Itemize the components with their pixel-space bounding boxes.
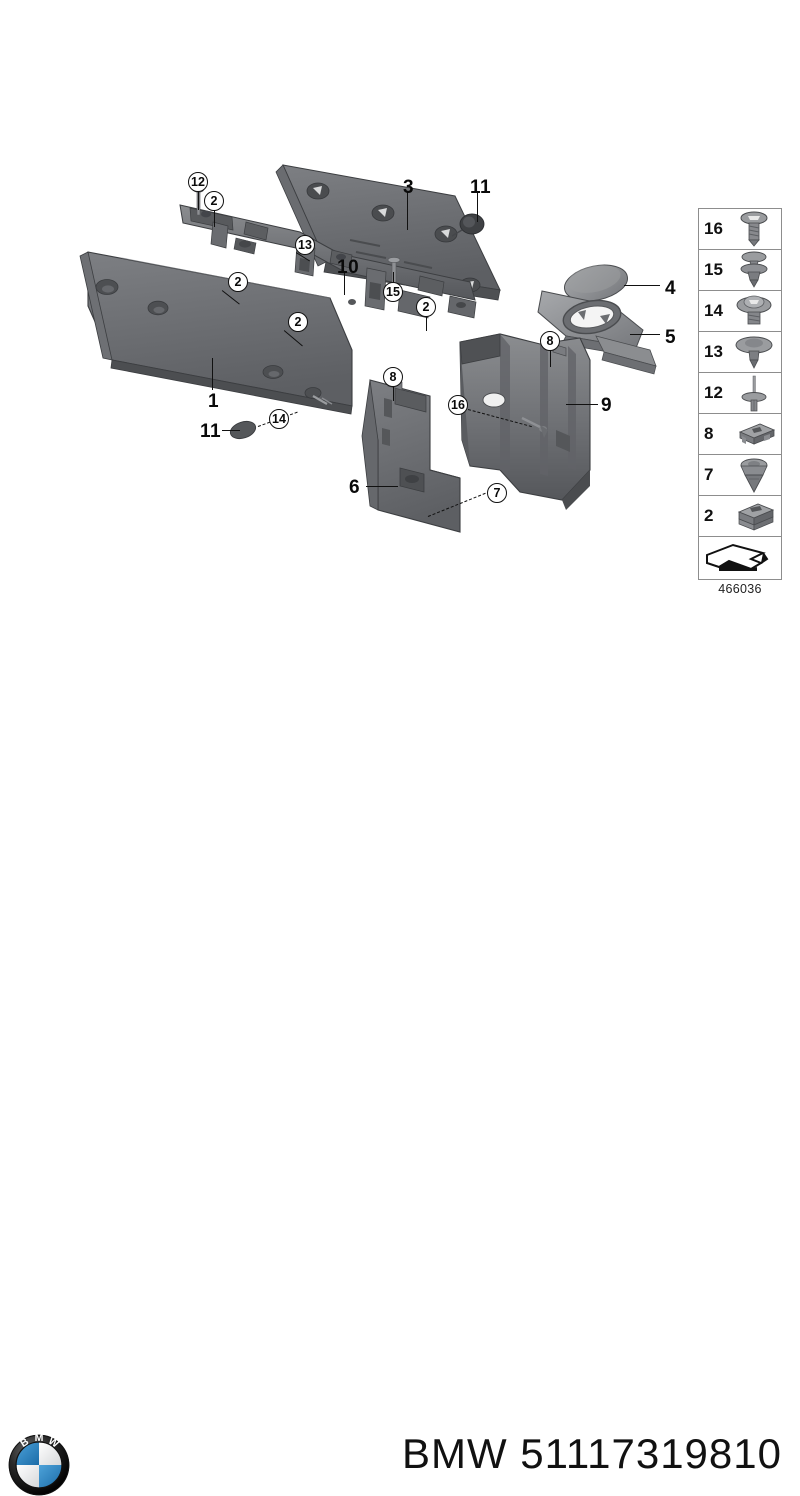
callout-1[interactable]: 1 (208, 391, 220, 412)
leader-9 (566, 404, 598, 406)
legend-number: 16 (704, 219, 723, 238)
arrow-direction-icon (699, 537, 781, 579)
callout-9[interactable]: 9 (601, 395, 613, 416)
part-1-left-trim-panel (79, 251, 353, 415)
square-nut-clip-icon (728, 414, 781, 454)
dome-rivet-icon (728, 291, 781, 331)
leader-8a (550, 349, 552, 367)
leader-10 (344, 273, 346, 295)
conical-clip-icon (728, 455, 781, 495)
leader-6 (366, 486, 398, 488)
bmw-roundel-logo: B M W (8, 1434, 70, 1496)
leader-1 (212, 358, 214, 390)
legend-row-16[interactable]: 16 (699, 209, 781, 250)
leader-12 (198, 190, 200, 210)
callout-11-lower[interactable]: 11 (200, 421, 222, 442)
callout-11-upper[interactable]: 11 (470, 177, 492, 198)
leader-4 (624, 285, 660, 287)
part-11-left-cap (229, 420, 257, 440)
callout-12[interactable]: 12 (188, 172, 208, 192)
leader-11a (477, 192, 479, 222)
exploded-view-artwork (79, 164, 657, 533)
callout-8-b[interactable]: 8 (383, 367, 403, 387)
leader-5 (630, 334, 660, 336)
callout-13[interactable]: 13 (295, 235, 315, 255)
callout-4[interactable]: 4 (665, 278, 677, 299)
callout-6[interactable]: 6 (349, 477, 361, 498)
legend-number: 7 (704, 465, 714, 484)
part-5-cover-housing (537, 290, 644, 357)
legend-number: 14 (704, 301, 723, 320)
part-9-right-inner-panel (459, 333, 591, 510)
part-10-middle-bracket-rail (179, 187, 477, 319)
legend-number: 12 (704, 383, 723, 402)
footer-bar: B M W BMW 51117319810 (0, 712, 800, 1496)
pin-clip-icon (728, 373, 781, 413)
brand-text: BMW (401, 1430, 508, 1477)
callout-15[interactable]: 15 (383, 282, 403, 302)
callout-8-a[interactable]: 8 (540, 331, 560, 351)
legend-row-8[interactable]: 8 (699, 414, 781, 455)
callout-3[interactable]: 3 (403, 177, 415, 198)
diagram-canvas: 12 2 3 11 13 10 2 4 15 2 2 5 8 8 1 16 9 … (0, 164, 800, 1496)
legend-number: 13 (704, 342, 723, 361)
part-4-oval-cover (564, 264, 628, 302)
callout-16[interactable]: 16 (448, 395, 468, 415)
legend-row-14[interactable]: 14 (699, 291, 781, 332)
leader-3 (407, 192, 409, 230)
leader-2a (214, 209, 216, 227)
callout-7[interactable]: 7 (487, 483, 507, 503)
legend-row-13[interactable]: 13 (699, 332, 781, 373)
leader-11b (222, 430, 240, 432)
fastener-legend-table: 16 15 (698, 208, 782, 580)
callout-2-b[interactable]: 2 (228, 272, 248, 292)
legend-row-15[interactable]: 15 (699, 250, 781, 291)
legend-row-7[interactable]: 7 (699, 455, 781, 496)
leader-15 (393, 272, 395, 282)
callout-2-c[interactable]: 2 (416, 297, 436, 317)
part-bracket-upper-right (595, 335, 657, 375)
leader-8b (393, 385, 395, 401)
leader-2c (426, 315, 428, 331)
part-6-inner-trim-panel (361, 377, 461, 533)
callout-2-d[interactable]: 2 (288, 312, 308, 332)
diagram-id-label: 466036 (718, 582, 762, 596)
legend-number: 15 (704, 260, 723, 279)
svg-text:M: M (35, 1434, 44, 1444)
part-number-value: 51117319810 (520, 1430, 782, 1477)
two-piece-clip-icon (728, 250, 781, 290)
screw-rivet-icon (728, 209, 781, 249)
wide-head-clip-icon (728, 332, 781, 372)
legend-row-arrow (699, 537, 781, 579)
legend-row-12[interactable]: 12 (699, 373, 781, 414)
legend-number: 2 (704, 506, 714, 525)
callout-10[interactable]: 10 (337, 257, 360, 278)
legend-row-2[interactable]: 2 (699, 496, 781, 537)
bracket-clip-icon (728, 496, 781, 536)
callout-14[interactable]: 14 (269, 409, 289, 429)
callout-5[interactable]: 5 (665, 327, 677, 348)
legend-number: 8 (704, 424, 714, 443)
callout-2-a[interactable]: 2 (204, 191, 224, 211)
part-number-label: BMW 51117319810 (402, 1430, 782, 1478)
